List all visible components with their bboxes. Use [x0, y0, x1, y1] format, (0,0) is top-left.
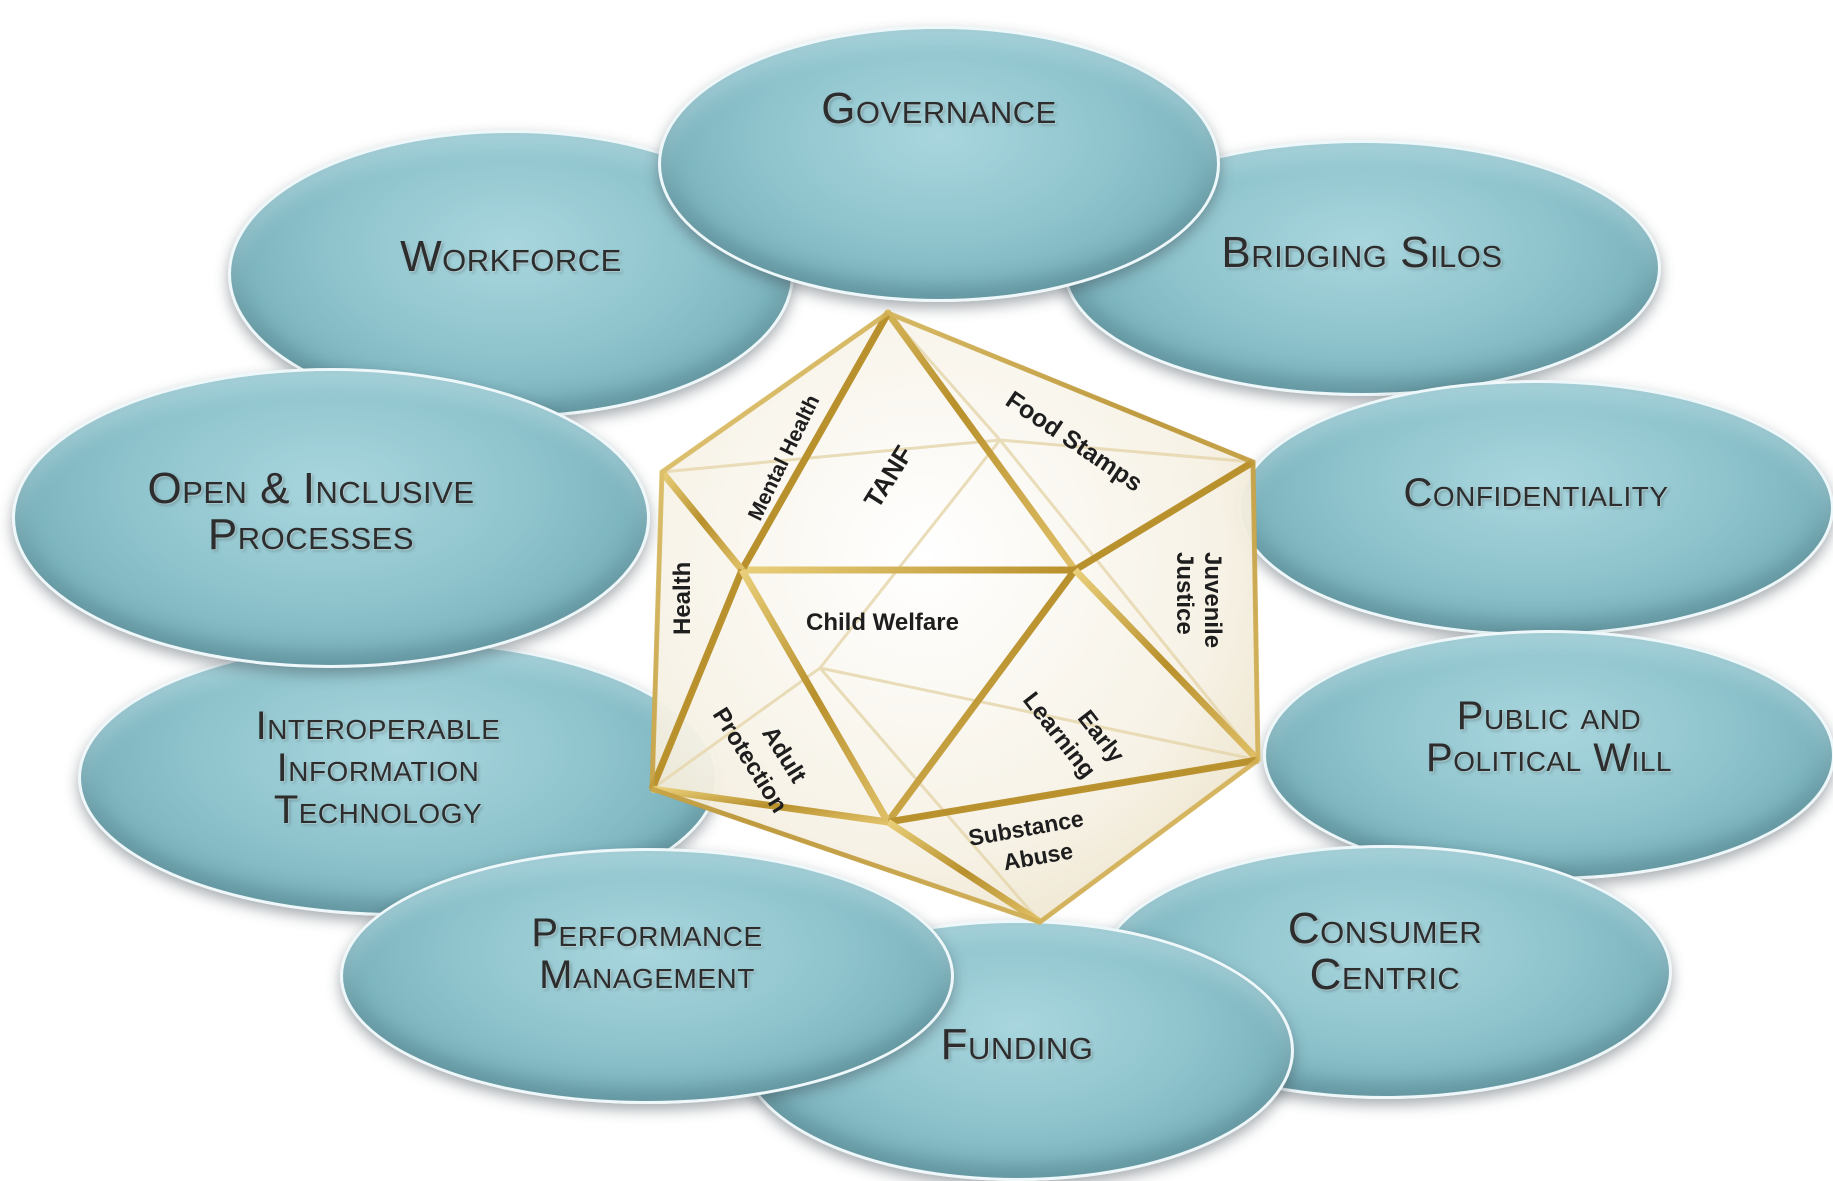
label-line: Processes: [207, 510, 415, 559]
label-line: Confidentiality: [1403, 471, 1669, 515]
facet-line: Juvenile: [1199, 552, 1226, 648]
oval-performance-management: Performance Management: [340, 848, 954, 1104]
oval-label: Interoperable Information Technology: [256, 705, 501, 831]
facet-juvenile-justice: Juvenile Justice: [1171, 552, 1226, 655]
label-line: Information: [276, 746, 480, 790]
oval-interoperable-it: Interoperable Information Technology: [78, 640, 718, 916]
label-line: Governance: [821, 83, 1057, 133]
oval-label: Workforce: [400, 231, 622, 281]
front-edges: [648, 309, 1261, 925]
label-line: Performance: [531, 911, 763, 955]
facet-child-welfare: Child Welfare: [806, 609, 959, 636]
label-line: Management: [539, 953, 755, 997]
oval-label: Open & Inclusive Processes: [147, 463, 475, 559]
label-line: Open & Inclusive: [147, 463, 475, 513]
label-line: Funding: [940, 1020, 1094, 1070]
label-line: Workforce: [400, 231, 622, 281]
label-line: Interoperable: [255, 704, 501, 748]
label-line: Political Will: [1426, 736, 1672, 780]
oval-label: Funding: [941, 1022, 1094, 1068]
icosahedron-outline: [649, 310, 1261, 925]
oval-label: Governance: [821, 83, 1057, 133]
label-line: Centric: [1309, 950, 1461, 999]
facet-health: Health: [669, 562, 696, 635]
oval-label: Bridging Silos: [1221, 227, 1503, 277]
oval-label: Public and Political Will: [1426, 695, 1672, 779]
oval-label: Consumer Centric: [1287, 903, 1483, 999]
oval-governance: Governance: [658, 26, 1220, 302]
oval-public-political-will: Public and Political Will: [1263, 630, 1833, 880]
back-edges: [651, 312, 1260, 923]
oval-label: Performance Management: [531, 912, 762, 996]
facet-line: Justice: [1171, 552, 1198, 635]
oval-open-inclusive-processes: Open & Inclusive Processes: [12, 368, 650, 668]
oval-bridging-silos: Bridging Silos: [1063, 140, 1661, 396]
label-line: Technology: [273, 788, 483, 832]
oval-label: Confidentiality: [1403, 472, 1668, 514]
label-line: Bridging Silos: [1221, 227, 1503, 277]
label-line: Consumer: [1287, 903, 1483, 953]
label-line: Public and: [1456, 694, 1642, 738]
